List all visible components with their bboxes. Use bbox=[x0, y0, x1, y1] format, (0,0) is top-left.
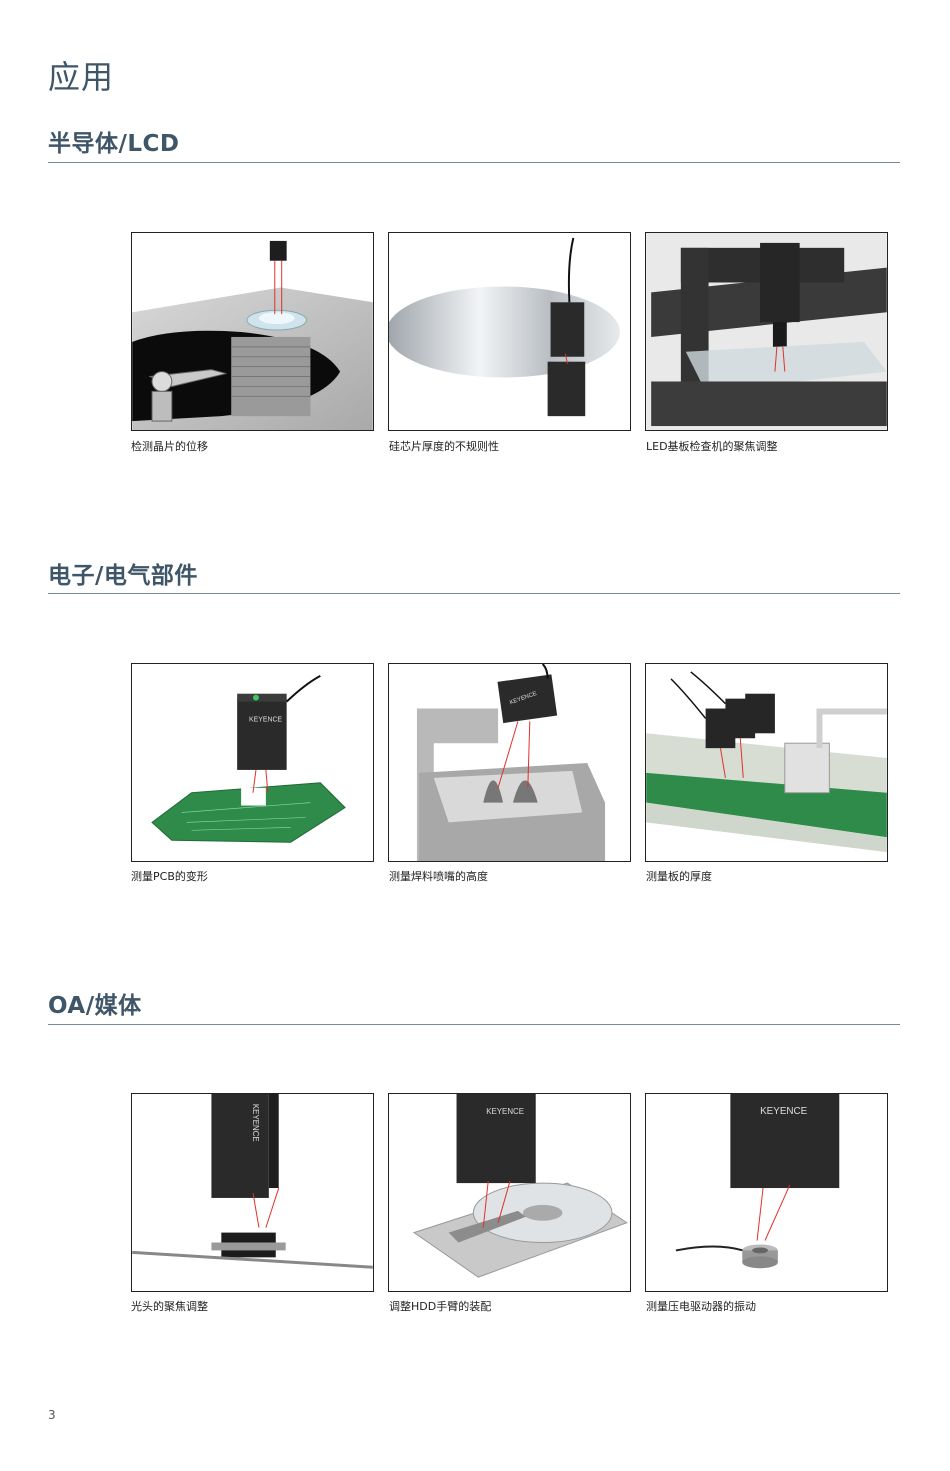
brand-logo: KEYENCE bbox=[249, 716, 282, 723]
board-thickness-illustration bbox=[645, 663, 888, 862]
pcb-deformation-illustration: KEYENCE bbox=[131, 663, 374, 862]
optical-head-focus-illustration: KEYENCE bbox=[131, 1093, 374, 1292]
figure-caption: 测量压电驱动器的振动 bbox=[646, 1300, 756, 1313]
page-title: 应用 bbox=[48, 58, 115, 96]
figure-caption: 调整HDD手臂的装配 bbox=[389, 1300, 492, 1313]
brand-logo: KEYENCE bbox=[486, 1107, 524, 1116]
solder-nozzle-illustration: KEYENCE bbox=[388, 663, 631, 862]
figure-caption: 测量PCB的变形 bbox=[131, 870, 208, 883]
led-substrate-focus-illustration bbox=[645, 232, 888, 431]
brand-logo: KEYENCE bbox=[760, 1106, 808, 1117]
piezo-vibration-illustration: KEYENCE bbox=[645, 1093, 888, 1292]
section-divider bbox=[48, 1024, 900, 1025]
wafer-displacement-illustration bbox=[131, 232, 374, 431]
figure-caption: 光头的聚焦调整 bbox=[131, 1300, 208, 1313]
section-divider bbox=[48, 162, 900, 163]
figure-caption: 硅芯片厚度的不规则性 bbox=[389, 440, 499, 453]
hdd-arm-illustration: KEYENCE bbox=[388, 1093, 631, 1292]
figure-caption: 测量焊料喷嘴的高度 bbox=[389, 870, 488, 883]
section-title-electronics: 电子/电气部件 bbox=[48, 563, 198, 589]
section-title-oa-media: OA/媒体 bbox=[48, 993, 142, 1019]
brand-logo: KEYENCE bbox=[251, 1104, 260, 1142]
figure-caption: LED基板检查机的聚焦调整 bbox=[646, 440, 778, 453]
section-title-semiconductor: 半导体/LCD bbox=[48, 131, 180, 157]
page-number: 3 bbox=[48, 1408, 56, 1422]
figure-caption: 检测晶片的位移 bbox=[131, 440, 208, 453]
silicon-thickness-illustration bbox=[388, 232, 631, 431]
figure-caption: 测量板的厚度 bbox=[646, 870, 712, 883]
section-divider bbox=[48, 593, 900, 594]
